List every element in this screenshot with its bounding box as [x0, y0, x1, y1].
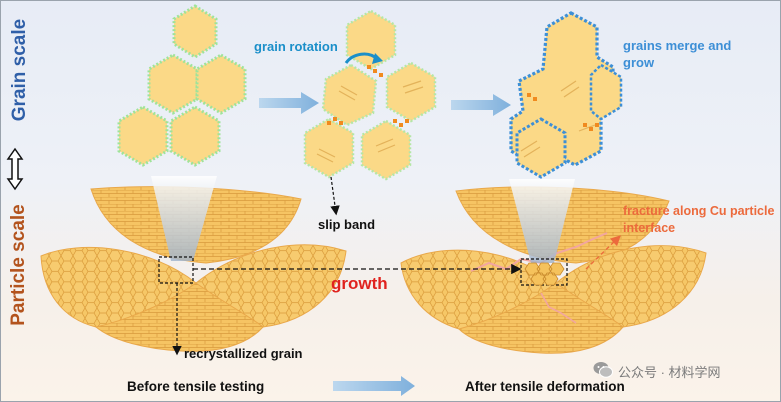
- stage-arrow-1: [259, 92, 319, 114]
- grains-before: [117, 4, 247, 167]
- slip-band-label: slip band: [318, 217, 376, 232]
- grain-after-bottom: [515, 117, 567, 179]
- grown-grain-hexes: [524, 262, 565, 286]
- recrystallized-grain-box: [158, 256, 194, 284]
- grain-mid-3: [385, 61, 437, 123]
- watermark-text: 公众号 · 材料学网: [618, 365, 721, 380]
- particle-left: [40, 186, 347, 352]
- caption-before: Before tensile testing: [127, 379, 265, 394]
- growth-label: growth: [331, 274, 388, 293]
- caption-after: After tensile deformation: [465, 379, 625, 394]
- zoom-cone-right: [509, 179, 575, 263]
- dislocation-marks: [327, 65, 409, 127]
- recrystallized-grain-label: recrystallized grain: [184, 346, 303, 361]
- after-slip-marks: [520, 80, 596, 158]
- grain-rotation-label: grain rotation: [254, 39, 338, 54]
- grain-mid-4: [303, 117, 355, 179]
- grain-after-side: [589, 63, 623, 121]
- particle-scale-label: Particle scale: [8, 204, 29, 326]
- fracture-crack-2: [540, 292, 577, 324]
- grain-mid-2: [321, 63, 378, 127]
- grain-scale-label: Grain scale: [9, 18, 30, 122]
- grain-mid-1: [345, 9, 397, 71]
- double-arrow-icon: [6, 147, 24, 191]
- stage-arrow-2: [451, 94, 511, 116]
- grains-middle: [303, 9, 437, 181]
- grain-before-4: [117, 105, 169, 167]
- fracture-label: fracture along Cu particle interface: [623, 204, 775, 235]
- grain-mid-5: [360, 119, 412, 181]
- grain-before-2: [147, 53, 199, 115]
- grains-after: [509, 11, 623, 179]
- slip-band-marks: [316, 80, 424, 163]
- rotation-arrowhead: [372, 53, 383, 64]
- particle-left-bottom-lobe: [94, 282, 264, 352]
- grain-before-1: [172, 4, 218, 59]
- fracture-pointer: [585, 235, 621, 270]
- wechat-icon: [593, 362, 613, 378]
- grain-before-3: [195, 53, 247, 115]
- zoom-cone-left: [151, 176, 217, 261]
- slip-band-pointer: [330, 176, 340, 216]
- grains-merge-label: grains merge and grow: [623, 38, 732, 70]
- after-dislocation-marks: [527, 93, 599, 131]
- grain-before-5: [169, 105, 221, 167]
- stage-arrow-bottom: [333, 376, 415, 396]
- particle-right-bottom-lobe: [458, 282, 624, 354]
